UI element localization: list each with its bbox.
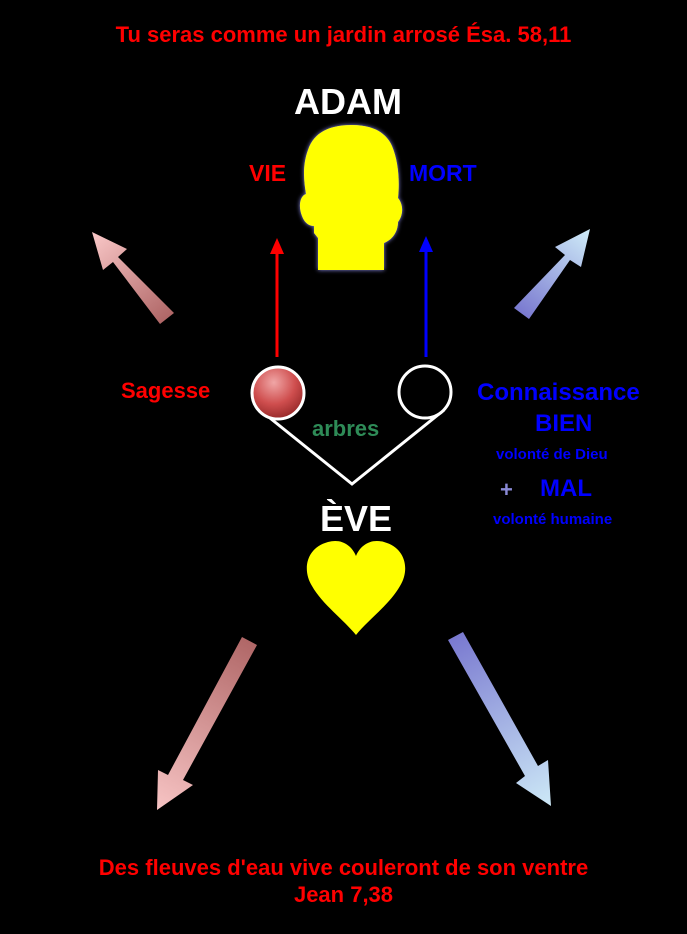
- adam-title: ADAM: [294, 81, 402, 122]
- lower-left-arrow: [157, 637, 257, 810]
- bien-label: BIEN: [535, 410, 593, 437]
- mal-label: MAL: [540, 475, 592, 502]
- mort-arrow: [419, 236, 433, 357]
- knowledge-tree-circle: [397, 364, 453, 420]
- plus-sign: +: [500, 477, 513, 502]
- tree-branch-lines: [259, 408, 445, 486]
- bien-subtitle: volonté de Dieu: [496, 446, 608, 463]
- eve-title: ÈVE: [319, 498, 393, 539]
- bottom-verse: Des fleuves d'eau vive couleront de son …: [0, 855, 687, 909]
- vie-label: VIE: [249, 160, 287, 186]
- upper-right-arrow: [514, 229, 590, 319]
- vie-arrow: [270, 238, 284, 357]
- bottom-verse-line2: Jean 7,38: [293, 881, 394, 907]
- top-verse: Tu seras comme un jardin arrosé Ésa. 58,…: [115, 22, 572, 47]
- upper-left-arrow: [92, 232, 174, 324]
- sagesse-label: Sagesse: [121, 378, 211, 403]
- mort-label: MORT: [409, 160, 477, 186]
- wisdom-tree-circle: [250, 365, 306, 421]
- eve-heart-shape: [306, 540, 406, 635]
- adam-head-shape: [299, 125, 403, 270]
- mal-subtitle: volonté humaine: [493, 511, 613, 528]
- lower-right-arrow: [448, 632, 551, 806]
- connaissance-label: Connaissance: [477, 379, 640, 406]
- arbres-label: arbres: [312, 416, 380, 441]
- bottom-verse-line1: Des fleuves d'eau vive couleront de son …: [98, 855, 589, 880]
